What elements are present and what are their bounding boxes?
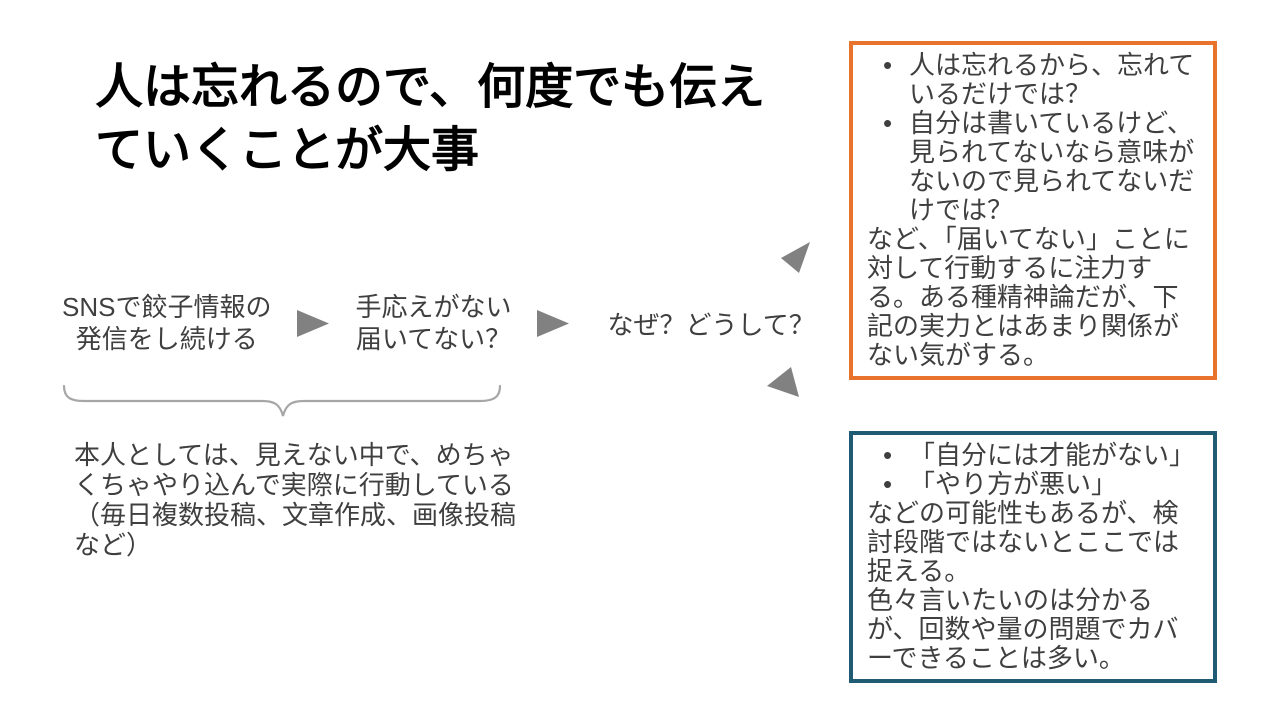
arrowhead-down-right-icon [767, 367, 799, 397]
right-arrow-shape [297, 310, 330, 338]
flow-question-why: なぜ？どうして？ [607, 310, 815, 341]
flow-step-sns-posting: SNSで餃子情報の 発信をし続ける [62, 292, 272, 354]
slide-title: 人は忘れるので、何度でも伝えていくことが大事 [95, 61, 766, 178]
grouping-underbrace-icon [62, 384, 502, 417]
blue-bullet-list: 「自分には才能がない」 「やり方が悪い」 [867, 441, 1197, 500]
underbrace-path [62, 384, 502, 417]
bullet-item: 「自分には才能がない」 [867, 441, 1197, 471]
right-arrow-icon [297, 310, 330, 338]
flow-diagram: SNSで餃子情報の 発信をし続ける 手応えがない 届いてない？ なぜ？どうして？ [62, 292, 815, 355]
flow-step-no-response: 手応えがない 届いてない？ [355, 292, 512, 354]
brace-annotation-text: 本人としては、見えない中で、めちゃくちゃやり込んで実際に行動している（毎日複数投… [74, 440, 517, 560]
arrowhead-up-right-shape [781, 242, 810, 273]
orange-bullet-list: 人は忘れるから、忘れているだけでは？ 自分は書いているけど、見られてないなら意味… [867, 51, 1197, 225]
orange-callout-box: 人は忘れるから、忘れているだけでは？ 自分は書いているけど、見られてないなら意味… [849, 41, 1217, 380]
right-arrow-shape [537, 310, 570, 338]
blue-box-body: などの可能性もあるが、検討段階ではないとここでは捉える。 色々言いたいのは分かる… [867, 498, 1180, 673]
bullet-item: 人は忘れるから、忘れているだけでは？ [867, 51, 1197, 109]
arrowhead-up-right-icon [781, 242, 810, 273]
orange-box-body: など、「届いてない」ことに対して行動するに注力する。ある種精神論だが、下記の実力… [867, 224, 1190, 370]
right-arrow-icon [537, 310, 570, 338]
arrowhead-down-right-shape [767, 367, 799, 397]
bullet-item: 自分は書いているけど、見られてないなら意味がないので見られてないだけでは？ [867, 109, 1197, 225]
blue-callout-box: 「自分には才能がない」 「やり方が悪い」 などの可能性もあるが、検討段階ではない… [849, 431, 1217, 683]
bullet-item: 「やり方が悪い」 [867, 470, 1197, 500]
